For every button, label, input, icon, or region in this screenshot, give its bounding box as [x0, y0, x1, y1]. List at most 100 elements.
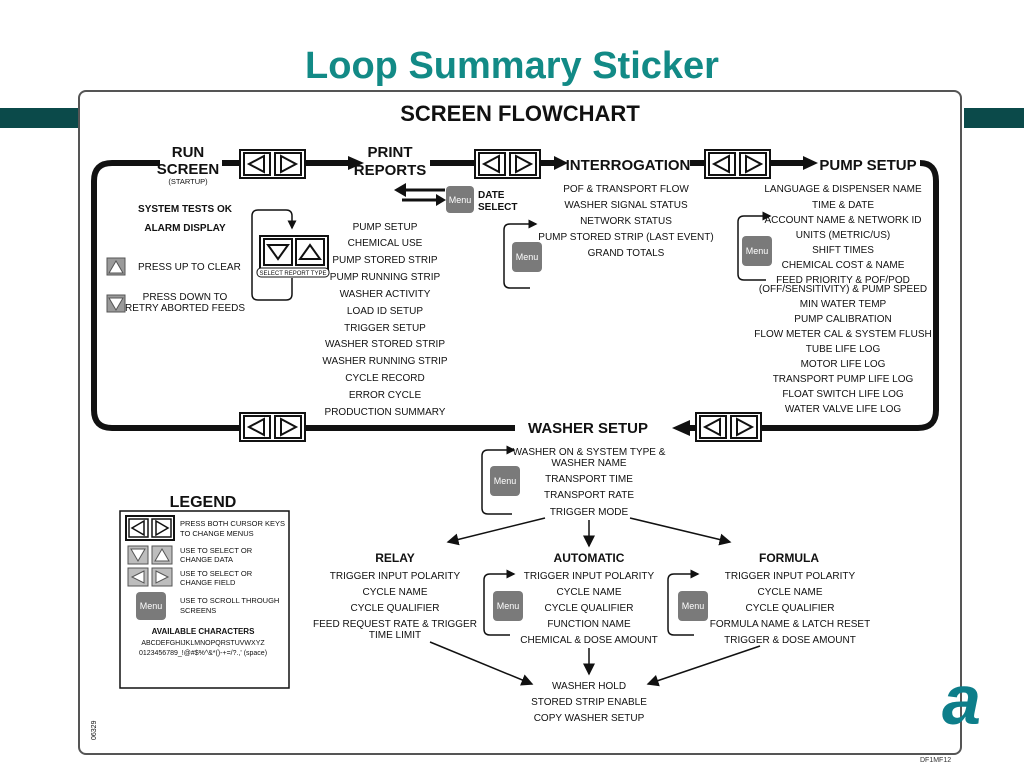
legend-cursor-keys-icon — [125, 515, 175, 541]
legend-chars-1: ABCDEFGHIJKLMNOPQRSTUVWXYZ — [141, 640, 265, 647]
legend-scroll-1: USE TO SCROLL THROUGH — [180, 596, 279, 605]
print-item: WASHER ACTIVITY — [340, 289, 431, 300]
pump-setup-title: PUMP SETUP — [819, 157, 916, 174]
relay-title: RELAY — [375, 551, 415, 565]
print-reports-list: PUMP SETUP CHEMICAL USE PUMP STORED STRI… — [322, 222, 448, 418]
run-screen-title-2: SCREEN — [157, 161, 220, 178]
cursor-keys-bottom-left — [239, 412, 306, 442]
menu-label-interrogation: Menu — [516, 252, 539, 262]
pump-item: LANGUAGE & DISPENSER NAME — [764, 184, 922, 195]
legend-menu-icon — [136, 592, 166, 620]
pump-item: (OFF/SENSITIVITY) & PUMP SPEED — [759, 284, 927, 295]
run-screen-sub: (STARTUP) — [168, 177, 208, 186]
brand-logo-mark: a — [942, 661, 981, 739]
interrogation-menu-loop — [503, 219, 542, 289]
cursor-keys-bottom-right — [695, 412, 762, 442]
print-item: WASHER RUNNING STRIP — [322, 356, 448, 367]
run-item-0: SYSTEM TESTS OK — [138, 204, 233, 215]
legend-select-data-1: USE TO SELECT OR — [180, 546, 253, 555]
header-band-right — [964, 108, 1024, 128]
legend-menu-label: Menu — [140, 601, 163, 611]
final-step: COPY WASHER SETUP — [534, 713, 645, 724]
date-select-2: SELECT — [478, 202, 517, 213]
pump-item: MIN WATER TEMP — [800, 299, 887, 310]
washer-item: TRANSPORT RATE — [544, 490, 634, 501]
legend-available-title: AVAILABLE CHARACTERS — [152, 627, 255, 636]
formula-item: CYCLE QUALIFIER — [746, 603, 835, 614]
final-steps-list: WASHER HOLD STORED STRIP ENABLE COPY WAS… — [531, 681, 647, 724]
interrogation-item: NETWORK STATUS — [580, 216, 672, 227]
print-item: LOAD ID SETUP — [347, 306, 423, 317]
date-select-1: DATE — [478, 190, 505, 201]
interrogation-title: INTERROGATION — [566, 157, 691, 174]
automatic-item: CHEMICAL & DOSE AMOUNT — [520, 635, 657, 646]
relay-item: TRIGGER INPUT POLARITY — [330, 571, 461, 582]
press-down-label-2: RETRY ABORTED FEEDS — [125, 303, 245, 314]
bottom-code: DF1MF12 — [920, 757, 952, 764]
interrogation-item: GRAND TOTALS — [588, 248, 665, 259]
interrogation-item: POF & TRANSPORT FLOW — [563, 184, 689, 195]
automatic-list: TRIGGER INPUT POLARITY CYCLE NAME CYCLE … — [520, 571, 657, 646]
print-item: PUMP STORED STRIP — [332, 255, 438, 266]
pump-item: FLOW METER CAL & SYSTEM FLUSH — [754, 329, 931, 340]
run-item-1: ALARM DISPLAY — [144, 223, 226, 234]
interrogation-list: POF & TRANSPORT FLOW WASHER SIGNAL STATU… — [538, 184, 713, 259]
legend-both-keys-2: TO CHANGE MENUS — [180, 529, 254, 538]
menu-label-pump: Menu — [746, 246, 769, 256]
pump-item: TIME & DATE — [812, 200, 874, 211]
select-report-type-label: SELECT REPORT TYPE — [260, 271, 327, 277]
menu-label-formula: Menu — [682, 601, 705, 611]
pump-item: TUBE LIFE LOG — [806, 344, 881, 355]
legend-chars-2: 0123456789_!@#$%^&*()-+=/?.,' (space) — [139, 650, 267, 657]
pump-item: PUMP CALIBRATION — [794, 314, 891, 325]
pump-item: MOTOR LIFE LOG — [801, 359, 886, 370]
up-key-icon — [106, 257, 126, 276]
legend-box — [119, 510, 290, 689]
formula-list: TRIGGER INPUT POLARITY CYCLE NAME CYCLE … — [710, 571, 870, 646]
automatic-menu-loop — [483, 569, 523, 636]
washer-menu-loop — [481, 445, 520, 515]
print-item: PRODUCTION SUMMARY — [325, 407, 446, 418]
washer-setup-list: WASHER ON & SYSTEM TYPE & WASHER NAME TR… — [513, 447, 666, 518]
legend-both-keys-1: PRESS BOTH CURSOR KEYS — [180, 519, 285, 528]
print-reports-title-1: PRINT — [368, 144, 413, 161]
legend-select-data-2: CHANGE DATA — [180, 555, 233, 564]
side-code: 06329 — [91, 720, 98, 740]
automatic-item: CYCLE NAME — [556, 587, 621, 598]
cursor-keys-print-to-interrogation — [474, 149, 541, 179]
select-report-type-loop — [251, 209, 330, 301]
washer-item: TRIGGER MODE — [550, 507, 629, 518]
formula-item: FORMULA NAME & LATCH RESET — [710, 619, 870, 630]
menu-button-print — [446, 186, 474, 213]
print-item: CYCLE RECORD — [345, 373, 424, 384]
print-reports-title-2: REPORTS — [354, 162, 427, 179]
relay-list: TRIGGER INPUT POLARITY CYCLE NAME CYCLE … — [313, 571, 477, 641]
down-key-icon — [106, 294, 126, 313]
legend-select-field-2: CHANGE FIELD — [180, 578, 236, 587]
formula-item: CYCLE NAME — [757, 587, 822, 598]
washer-item: WASHER ON & SYSTEM TYPE & — [513, 447, 666, 458]
final-step: STORED STRIP ENABLE — [531, 697, 647, 708]
automatic-item: TRIGGER INPUT POLARITY — [524, 571, 655, 582]
arrowhead-washer — [672, 420, 690, 436]
pump-item: WATER VALVE LIFE LOG — [785, 404, 902, 415]
legend-scroll-2: SCREENS — [180, 606, 216, 615]
slide-title: Loop Summary Sticker — [305, 45, 719, 87]
legend-title: LEGEND — [170, 494, 237, 511]
legend-select-field-1: USE TO SELECT OR — [180, 569, 253, 578]
print-item: ERROR CYCLE — [349, 390, 422, 401]
legend-up-down-keys-icon — [127, 545, 173, 565]
print-item: PUMP RUNNING STRIP — [330, 272, 441, 283]
interrogation-item: PUMP STORED STRIP (LAST EVENT) — [538, 232, 713, 243]
flowchart-title: SCREEN FLOWCHART — [400, 101, 640, 126]
formula-title: FORMULA — [759, 551, 819, 565]
print-item: TRIGGER SETUP — [344, 323, 426, 334]
relay-item: CYCLE NAME — [362, 587, 427, 598]
pump-item: FEED PRIORITY & POF/POD — [776, 275, 910, 286]
formula-menu-loop — [667, 569, 708, 636]
washer-setup-title: WASHER SETUP — [528, 420, 648, 437]
relay-item: CYCLE QUALIFIER — [351, 603, 440, 614]
final-step: WASHER HOLD — [552, 681, 626, 692]
relay-item: FEED REQUEST RATE & TRIGGER — [313, 619, 477, 630]
print-item: CHEMICAL USE — [348, 238, 423, 249]
